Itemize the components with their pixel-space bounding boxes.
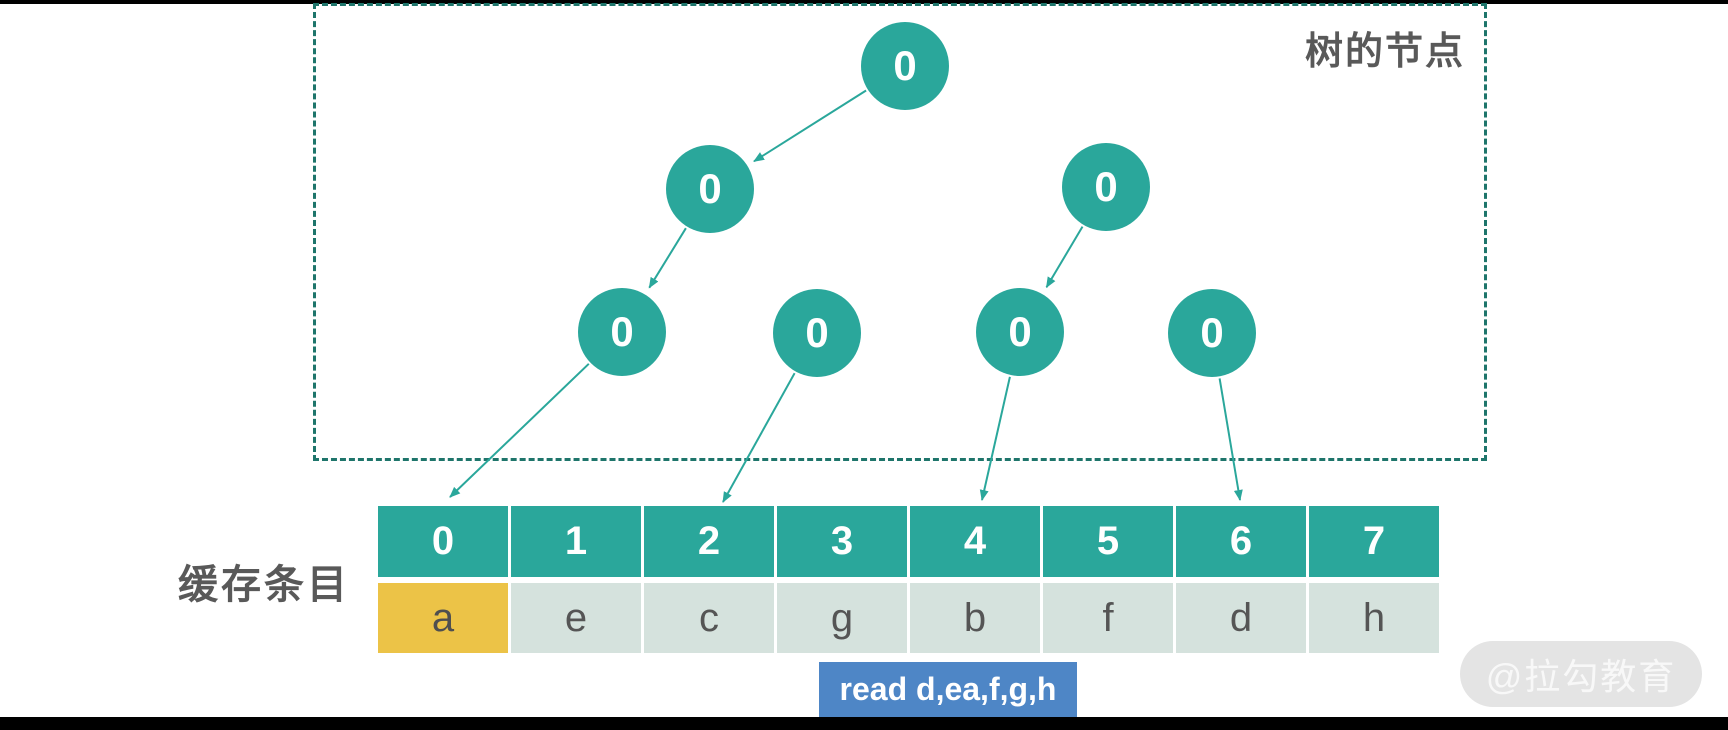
tree-node-root: 0 [861,22,949,110]
tree-node-label: 0 [1008,308,1032,355]
cache-index-cell-6: 6 [1176,506,1306,577]
top-letterbox-bar [0,0,1728,4]
tree-node-leaf-0: 0 [578,288,666,376]
cache-entry-cell-5: f [1043,583,1173,653]
read-sequence-badge: read d,ea,f,g,h [819,662,1077,717]
tree-node-label: 0 [1200,309,1224,356]
cache-index-cell-2: 2 [644,506,774,577]
tree-node-label: 0 [698,165,722,212]
tree-node-label: 0 [610,308,634,355]
tree-node-leaf-1: 0 [773,289,861,377]
cache-index-cell-5: 5 [1043,506,1173,577]
cache-entry-cell-1: e [511,583,641,653]
tree-node-label: 0 [893,42,917,89]
tree-node-right: 0 [1062,143,1150,231]
tree-boundary-box [313,3,1487,461]
cache-entry-cell-7: h [1309,583,1439,653]
cache-entry-cell-0: a [378,583,508,653]
cache-entry-cell-4: b [910,583,1040,653]
tree-node-leaf-2: 0 [976,288,1064,376]
cache-index-cell-7: 7 [1309,506,1439,577]
cache-index-cell-0: 0 [378,506,508,577]
cache-index-cell-3: 3 [777,506,907,577]
tree-box-label: 树的节点 [1304,31,1465,73]
lagou-watermark: @拉勾教育 [1460,641,1702,707]
tree-node-label: 0 [1094,163,1118,210]
cache-entry-cell-3: g [777,583,907,653]
bottom-letterbox-bar [0,717,1728,730]
cache-index-cell-4: 4 [910,506,1040,577]
tree-node-leaf-3: 0 [1168,289,1256,377]
tree-node-left: 0 [666,145,754,233]
tree-node-label: 0 [805,309,829,356]
cache-index-cell-1: 1 [511,506,641,577]
cache-entry-cell-6: d [1176,583,1306,653]
cache-entry-cell-2: c [644,583,774,653]
cache-entries-label: 缓存条目 [178,563,350,607]
